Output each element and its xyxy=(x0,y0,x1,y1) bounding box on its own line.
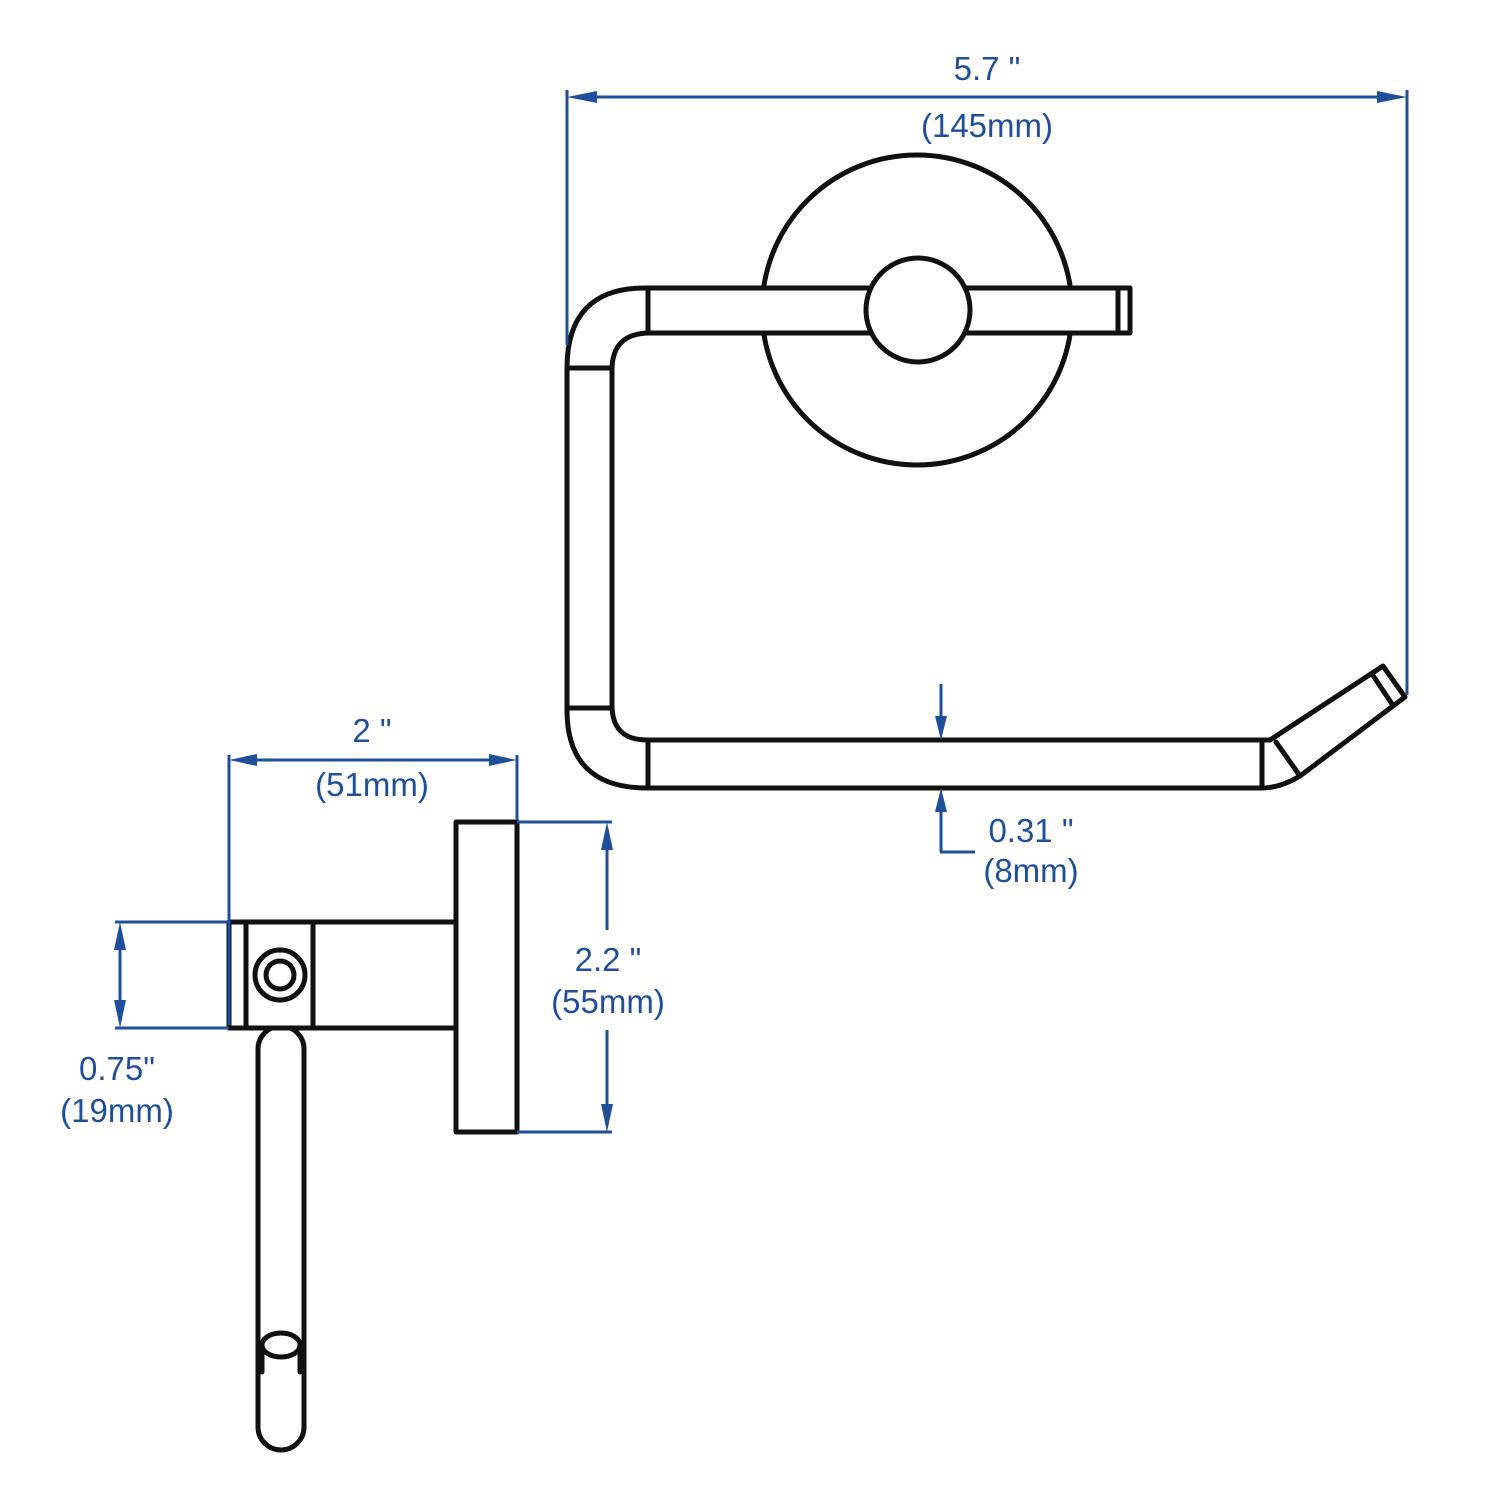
side-view xyxy=(226,819,520,1453)
overall-width-imperial: 5.7 " xyxy=(954,50,1021,87)
arrowhead-left xyxy=(567,91,597,103)
projection-depth-imperial: 2 " xyxy=(352,712,391,749)
depth-arrowhead-right xyxy=(489,754,517,766)
thickness-arrowhead-top xyxy=(935,716,947,740)
base-height-dimension: 2.2 " (55mm) xyxy=(517,820,665,1134)
arm-height-imperial: 0.75" xyxy=(79,1050,155,1087)
bar-thickness-metric: (8mm) xyxy=(983,852,1078,889)
projection-depth-dimension: 2 " (51mm) xyxy=(227,712,519,1025)
front-bar-joint-tip xyxy=(1369,671,1395,707)
arm-height-arrowhead-bottom xyxy=(114,1000,126,1028)
arm-height-metric: (19mm) xyxy=(60,1092,174,1129)
base-height-arrowhead-bottom xyxy=(601,1104,613,1132)
bar-thickness-imperial: 0.31 " xyxy=(988,812,1073,849)
side-set-screw-outer xyxy=(252,947,308,1003)
overall-width-dimension: 5.7 " (145mm) xyxy=(565,50,1409,695)
arm-height-dimension: 0.75" (19mm) xyxy=(60,920,229,1129)
overall-width-metric: (145mm) xyxy=(921,107,1053,144)
arrowhead-right xyxy=(1377,91,1407,103)
arm-height-arrowhead-top xyxy=(114,922,126,950)
front-view xyxy=(564,152,1408,791)
side-set-screw-inner xyxy=(263,958,297,992)
front-center-hub xyxy=(863,255,973,365)
base-height-metric: (55mm) xyxy=(551,983,665,1020)
side-roll-bar-end xyxy=(259,1330,303,1360)
base-height-arrowhead-top xyxy=(601,822,613,850)
front-holder-bar xyxy=(564,285,1408,791)
projection-depth-metric: (51mm) xyxy=(315,766,429,803)
bar-thickness-dimension: 0.31 " (8mm) xyxy=(935,684,1079,889)
thickness-arrowhead-bottom xyxy=(935,788,947,812)
side-roll-bar xyxy=(255,1023,307,1453)
front-bar-joint-bend-b xyxy=(1273,739,1303,779)
base-height-imperial: 2.2 " xyxy=(575,941,642,978)
depth-arrowhead-left xyxy=(229,754,257,766)
side-mount-flange xyxy=(453,819,520,1135)
